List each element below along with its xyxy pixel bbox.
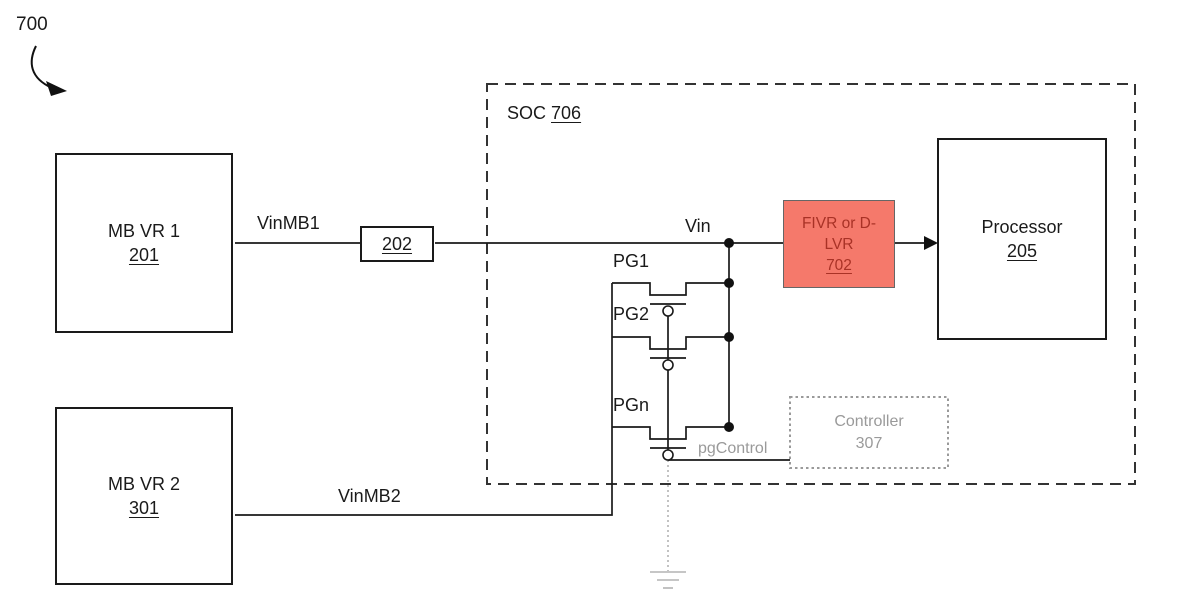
block-label: FIVR or D- [801, 214, 877, 232]
wire-label-pg2: PG2 [613, 304, 650, 324]
controller-boundary [789, 396, 949, 469]
soc-boundary [486, 83, 1136, 485]
wire-vinmb2-rail [235, 283, 613, 516]
wire-label-pgn: PGn [613, 395, 650, 415]
block-label: MB VR 2 [107, 474, 181, 494]
block-label: LVR [824, 235, 854, 253]
junction-dots [724, 238, 734, 432]
block-fivr-dlvr: FIVR or D- LVR 702 [783, 200, 895, 288]
block-label: Controller [834, 412, 904, 430]
block-processor: Processor 205 [937, 138, 1107, 340]
figure-pointer-arrow [30, 45, 67, 96]
wire-label-vin: Vin [685, 216, 711, 236]
wire-label-pg1: PG1 [613, 251, 650, 271]
block-mb-vr-1: MB VR 1 201 [55, 153, 233, 333]
block-ref: 201 [128, 245, 160, 265]
figure-number: 700 [16, 14, 48, 35]
block-ref: 205 [1006, 241, 1038, 261]
block-mb-vr-2: MB VR 2 301 [55, 407, 233, 585]
block-ref: 307 [855, 434, 883, 452]
block-ref: 301 [128, 498, 160, 518]
pg-transistors [612, 282, 729, 455]
block-controller: Controller 307 [790, 397, 948, 468]
wire-label-vinmb1: VinMB1 [257, 213, 320, 233]
block-ref: 202 [381, 234, 413, 254]
pg2-transistor [612, 336, 729, 359]
block-ref: 702 [826, 256, 852, 274]
wire-label-pgcontrol: pgControl [698, 440, 768, 457]
block-label: Processor [981, 217, 1063, 237]
block-connector-202: 202 [360, 226, 434, 262]
gate-bubbles [662, 305, 674, 461]
wire-label-vinmb2: VinMB2 [338, 486, 401, 506]
block-label: MB VR 1 [107, 221, 181, 241]
pg1-transistor [612, 282, 729, 305]
arrowhead-to-processor [924, 236, 938, 250]
soc-label: SOC 706 [507, 103, 582, 123]
ground-symbol [650, 460, 686, 589]
